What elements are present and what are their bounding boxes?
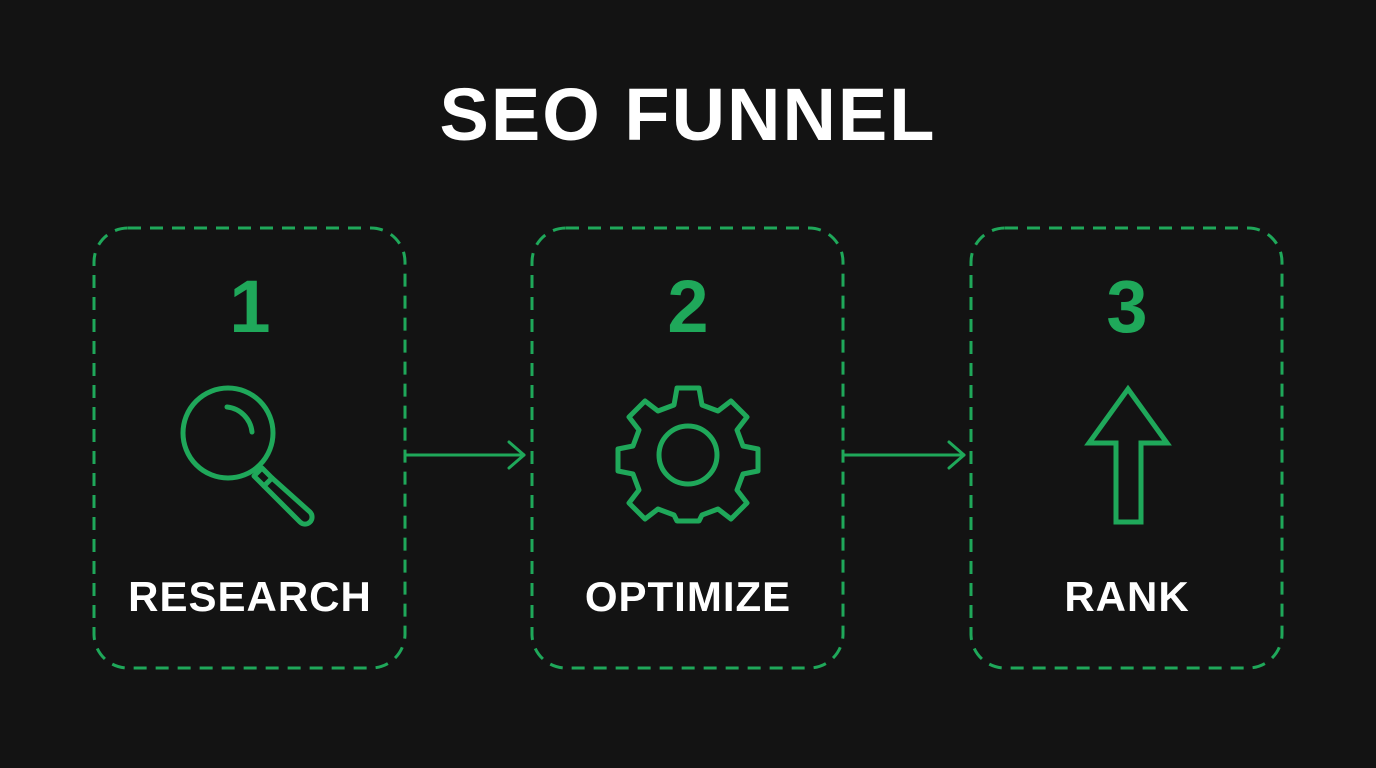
step-number: 3: [1106, 265, 1148, 348]
step-card-rank: 3 RANK: [971, 227, 1283, 668]
step-box-1-border: [92, 226, 407, 670]
step-label: RESEARCH: [128, 573, 372, 620]
step-card-research: 1 RESEARCH: [94, 227, 406, 668]
gear-icon: [615, 385, 761, 524]
step-label: OPTIMIZE: [584, 573, 792, 620]
step-box-2-border: [530, 226, 845, 670]
step-card-optimize: 2 OPTIMIZE: [532, 227, 844, 668]
diagram-title: SEO FUNNEL: [439, 73, 937, 156]
arrow-right-icon: [841, 440, 966, 470]
arrow-up-icon: [1084, 384, 1172, 525]
step-box-3-border: [969, 226, 1284, 670]
step-label: RANK: [1064, 573, 1190, 620]
magnifying-glass-icon: [180, 385, 315, 527]
arrow-right-icon: [403, 440, 526, 470]
step-number: 1: [229, 265, 271, 348]
step-number: 2: [667, 265, 709, 348]
